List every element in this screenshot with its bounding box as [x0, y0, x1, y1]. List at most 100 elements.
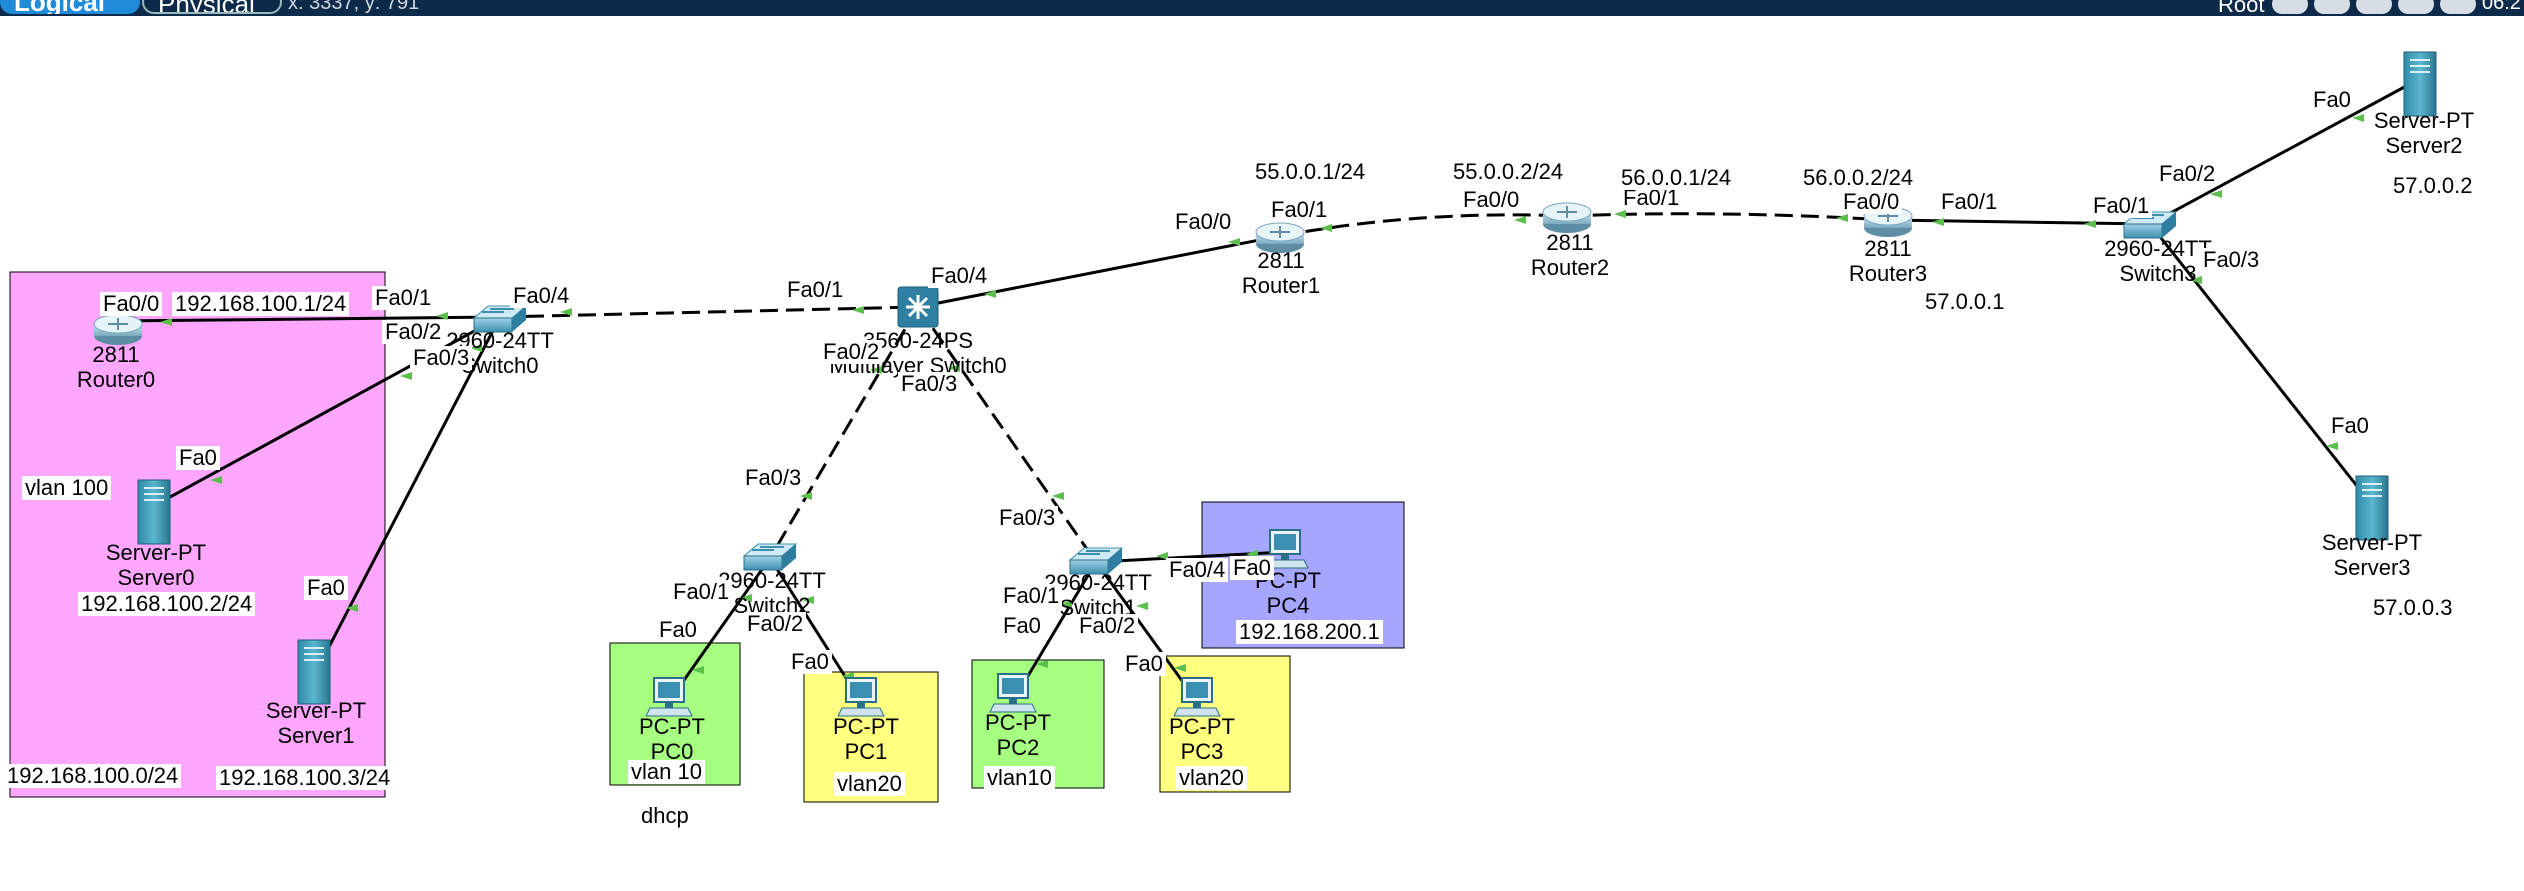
pc3-vlan-note: vlan20 — [1176, 766, 1247, 790]
port-label: Fa0/1 — [1620, 186, 1683, 210]
port-label: Fa0/0 — [1460, 188, 1523, 212]
port-dot — [560, 308, 572, 316]
port-label: Fa0 — [1000, 614, 1044, 638]
port-dot — [2326, 442, 2338, 450]
port-label: Fa0/2 — [382, 320, 445, 344]
workspace-toolbar: Logical Physical x: 3337, y: 791 Root 06… — [0, 0, 2524, 17]
port-dot — [984, 290, 996, 298]
mlswitch0-icon[interactable] — [896, 285, 940, 329]
port-dot — [802, 596, 814, 604]
port-dot — [1514, 216, 1526, 224]
link-router0-switch0 — [119, 315, 501, 323]
port-dot — [346, 604, 358, 612]
port-label: Fa0/4 — [1166, 558, 1229, 582]
port-dot — [210, 476, 222, 484]
link-mlswitch0-switch2 — [768, 306, 920, 559]
logical-view-tab[interactable]: Logical — [0, 0, 140, 14]
port-dot — [2352, 114, 2364, 122]
router2-ip-b-note: 56.0.0.1/24 — [1618, 166, 1735, 190]
router3-ip-note: 56.0.0.2/24 — [1800, 166, 1917, 190]
port-label: Fa0 — [2310, 88, 2354, 112]
port-dot — [1156, 552, 1168, 560]
port-label: Fa0 — [1230, 556, 1274, 580]
port-dot — [1932, 218, 1944, 226]
pc1-vlan-note: vlan20 — [834, 772, 905, 796]
pc2-vlan-note: vlan10 — [984, 766, 1055, 790]
port-label: Fa0 — [176, 446, 220, 470]
port-label: Fa0/4 — [510, 284, 573, 308]
port-dot — [1614, 210, 1626, 218]
port-dot — [2084, 220, 2096, 228]
link-switch2-pc0 — [668, 557, 772, 701]
link-switch3-server3 — [2148, 223, 2370, 501]
port-label: Fa0/2 — [820, 340, 883, 364]
switch2-icon[interactable] — [743, 543, 797, 571]
port-label: Fa0/1 — [784, 278, 847, 302]
port-label: Fa0/0 — [1172, 210, 1235, 234]
network-100-note: 192.168.100.0/24 — [4, 764, 182, 788]
router2-icon[interactable] — [1542, 202, 1592, 234]
port-dot — [470, 344, 482, 352]
link-switch0-mlswitch0 — [499, 305, 919, 319]
port-label: Fa0/1 — [1000, 584, 1063, 608]
port-label: Fa0/3 — [2200, 248, 2263, 272]
nav-back-icon[interactable] — [2272, 0, 2308, 14]
port-dot — [1036, 660, 1048, 668]
port-label: Fa0 — [656, 618, 700, 642]
port-dot — [870, 366, 882, 374]
port-dot — [800, 492, 812, 500]
server2-icon[interactable] — [2403, 51, 2437, 117]
new-cluster-icon[interactable] — [2314, 0, 2350, 14]
port-label: Fa0/3 — [898, 372, 961, 396]
port-label: Fa0 — [2328, 414, 2372, 438]
link-switch1-pc2 — [1014, 561, 1098, 697]
port-dot — [852, 306, 864, 314]
server0-icon[interactable] — [137, 479, 171, 545]
server3-ip-note: 57.0.0.3 — [2370, 596, 2456, 620]
port-dot — [948, 364, 960, 372]
physical-view-tab[interactable]: Physical — [142, 0, 282, 14]
port-label: Fa0/2 — [1076, 614, 1139, 638]
port-label: Fa0/3 — [742, 466, 805, 490]
port-dot — [436, 312, 448, 320]
link-router2-router3 — [1566, 212, 1889, 222]
port-label: Fa0/1 — [670, 580, 733, 604]
router0-icon[interactable] — [93, 314, 143, 346]
port-dot — [1320, 224, 1332, 232]
port-label: Fa0/1 — [1938, 190, 2001, 214]
dhcp-note: dhcp — [638, 804, 692, 828]
port-label: Fa0 — [788, 650, 832, 674]
port-dot — [1060, 600, 1072, 608]
viewport-icon[interactable] — [2440, 0, 2476, 14]
link-switch1-pc3 — [1094, 561, 1198, 701]
pc0-vlan-note: vlan 10 — [628, 760, 705, 784]
server0-ip-note: 192.168.100.2/24 — [78, 592, 256, 616]
root-label: Root — [2218, 0, 2265, 17]
pc4-ip-note: 192.168.200.1 — [1236, 620, 1383, 644]
link-switch3-server2 — [2149, 82, 2411, 226]
port-label: Fa0/0 — [1840, 190, 1903, 214]
port-dot — [160, 318, 172, 326]
port-label: Fa0 — [1122, 652, 1166, 676]
port-dot — [2190, 276, 2202, 284]
move-object-icon[interactable] — [2356, 0, 2392, 14]
port-dot — [1836, 214, 1848, 222]
set-background-icon[interactable] — [2398, 0, 2434, 14]
port-label: Fa0/3 — [996, 506, 1059, 530]
link-switch0-server1 — [314, 316, 502, 673]
port-dot — [1136, 602, 1148, 610]
link-mlswitch0-router1 — [917, 234, 1281, 309]
port-label: Fa0/1 — [1268, 198, 1331, 222]
server1-icon[interactable] — [297, 639, 331, 705]
